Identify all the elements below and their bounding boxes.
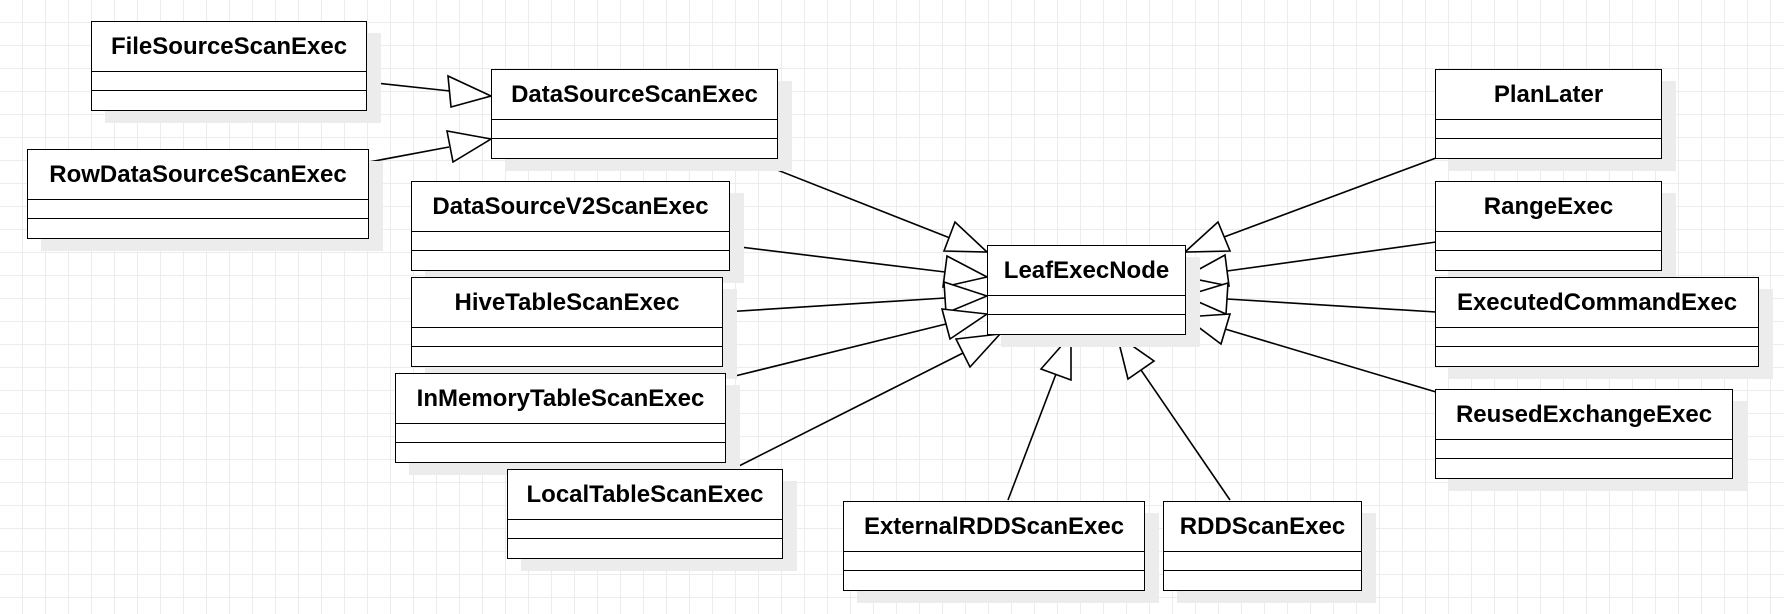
class-attributes-compartment — [1436, 440, 1732, 459]
class-attributes-compartment — [1436, 328, 1758, 347]
edge-rddscanexec-leafexecnode — [1140, 369, 1231, 501]
class-attributes-compartment — [508, 520, 782, 539]
class-methods-compartment — [508, 539, 782, 556]
class-name: RowDataSourceScanExec — [28, 150, 368, 200]
class-methods-compartment — [1436, 459, 1732, 476]
class-attributes-compartment — [988, 296, 1185, 315]
arrowhead-datasourcescanexec — [942, 220, 990, 253]
class-planlater[interactable]: PlanLater — [1435, 69, 1662, 159]
edge-rangeexec-leafexecnode — [1226, 241, 1437, 272]
class-methods-compartment — [412, 251, 729, 268]
class-attributes-compartment — [492, 120, 777, 139]
edge-executedcommandexec-leafexecnode — [1226, 298, 1437, 313]
class-attributes-compartment — [28, 200, 368, 219]
class-attributes-compartment — [396, 424, 725, 443]
class-attributes-compartment — [1436, 232, 1661, 251]
class-name: HiveTableScanExec — [412, 278, 722, 328]
class-name: LocalTableScanExec — [508, 470, 782, 520]
class-methods-compartment — [1436, 251, 1661, 268]
class-rowdatasourcescanexec[interactable]: RowDataSourceScanExec — [27, 149, 369, 239]
class-name: DataSourceScanExec — [492, 70, 777, 120]
edge-datasourcev2scanexec-leafexecnode — [731, 245, 946, 273]
class-methods-compartment — [844, 571, 1144, 588]
class-hivetablescanexec[interactable]: HiveTableScanExec — [411, 277, 723, 367]
edge-reusedexchangeexec-leafexecnode — [1224, 328, 1437, 393]
class-rangeexec[interactable]: RangeExec — [1435, 181, 1662, 271]
class-methods-compartment — [396, 443, 725, 460]
arrowhead-externalrddscanexec — [1039, 332, 1072, 382]
class-methods-compartment — [28, 219, 368, 236]
arrowhead-planlater — [1182, 220, 1232, 253]
edge-inmemorytablescanexec-leafexecnode — [726, 323, 947, 379]
edge-filesourcescanexec-datasourcescanexec — [366, 81, 451, 92]
class-name: RangeExec — [1436, 182, 1661, 232]
arrowhead-reusedexchangeexec — [1182, 313, 1232, 346]
class-filesourcescanexec[interactable]: FileSourceScanExec — [91, 21, 367, 111]
arrowhead-hivetablescanexec — [943, 280, 990, 315]
class-attributes-compartment — [1436, 120, 1661, 139]
class-methods-compartment — [92, 91, 366, 108]
class-name: FileSourceScanExec — [92, 22, 366, 72]
class-localtablescanexec[interactable]: LocalTableScanExec — [507, 469, 783, 559]
arrowhead-rangeexec — [1182, 253, 1230, 288]
edge-externalrddscanexec-leafexecnode — [1007, 373, 1057, 501]
class-name: PlanLater — [1436, 70, 1661, 120]
class-datasourcev2scanexec[interactable]: DataSourceV2ScanExec — [411, 181, 730, 271]
class-methods-compartment — [1436, 347, 1758, 364]
arrowhead-filesourcescanexec — [447, 74, 494, 109]
class-inmemorytablescanexec[interactable]: InMemoryTableScanExec — [395, 373, 726, 463]
class-attributes-compartment — [844, 552, 1144, 571]
class-attributes-compartment — [412, 232, 729, 251]
edge-rowdatasourcescanexec-datasourcescanexec — [368, 146, 450, 163]
arrowhead-rowdatasourcescanexec — [445, 130, 494, 164]
class-reusedexchangeexec[interactable]: ReusedExchangeExec — [1435, 389, 1733, 479]
class-rddscanexec[interactable]: RDDScanExec — [1163, 501, 1362, 591]
edge-planlater-leafexecnode — [1223, 157, 1437, 238]
class-name: ExternalRDDScanExec — [844, 502, 1144, 552]
arrowhead-localtablescanexec — [954, 332, 1003, 369]
class-methods-compartment — [492, 139, 777, 156]
class-methods-compartment — [988, 315, 1185, 332]
class-methods-compartment — [412, 347, 722, 364]
class-attributes-compartment — [1164, 552, 1361, 571]
edge-datasourcescanexec-leafexecnode — [751, 159, 951, 239]
class-name: InMemoryTableScanExec — [396, 374, 725, 424]
class-attributes-compartment — [412, 328, 722, 347]
class-name: LeafExecNode — [988, 246, 1185, 296]
arrowhead-rddscanexec — [1115, 333, 1156, 381]
class-name: DataSourceV2ScanExec — [412, 182, 729, 232]
edge-localtablescanexec-leafexecnode — [734, 352, 964, 469]
class-name: ExecutedCommandExec — [1436, 278, 1758, 328]
class-name: ReusedExchangeExec — [1436, 390, 1732, 440]
class-methods-compartment — [1164, 571, 1361, 588]
arrowhead-executedcommandexec — [1182, 281, 1229, 316]
class-leafexecnode[interactable]: LeafExecNode — [987, 245, 1186, 335]
class-datasourcescanexec[interactable]: DataSourceScanExec — [491, 69, 778, 159]
class-externalrddscanexec[interactable]: ExternalRDDScanExec — [843, 501, 1145, 591]
class-attributes-compartment — [92, 72, 366, 91]
edge-hivetablescanexec-leafexecnode — [723, 297, 946, 313]
arrowhead-datasourcev2scanexec — [942, 254, 990, 289]
arrowhead-inmemorytablescanexec — [940, 308, 990, 341]
class-name: RDDScanExec — [1164, 502, 1361, 552]
class-methods-compartment — [1436, 139, 1661, 156]
class-executedcommandexec[interactable]: ExecutedCommandExec — [1435, 277, 1759, 367]
